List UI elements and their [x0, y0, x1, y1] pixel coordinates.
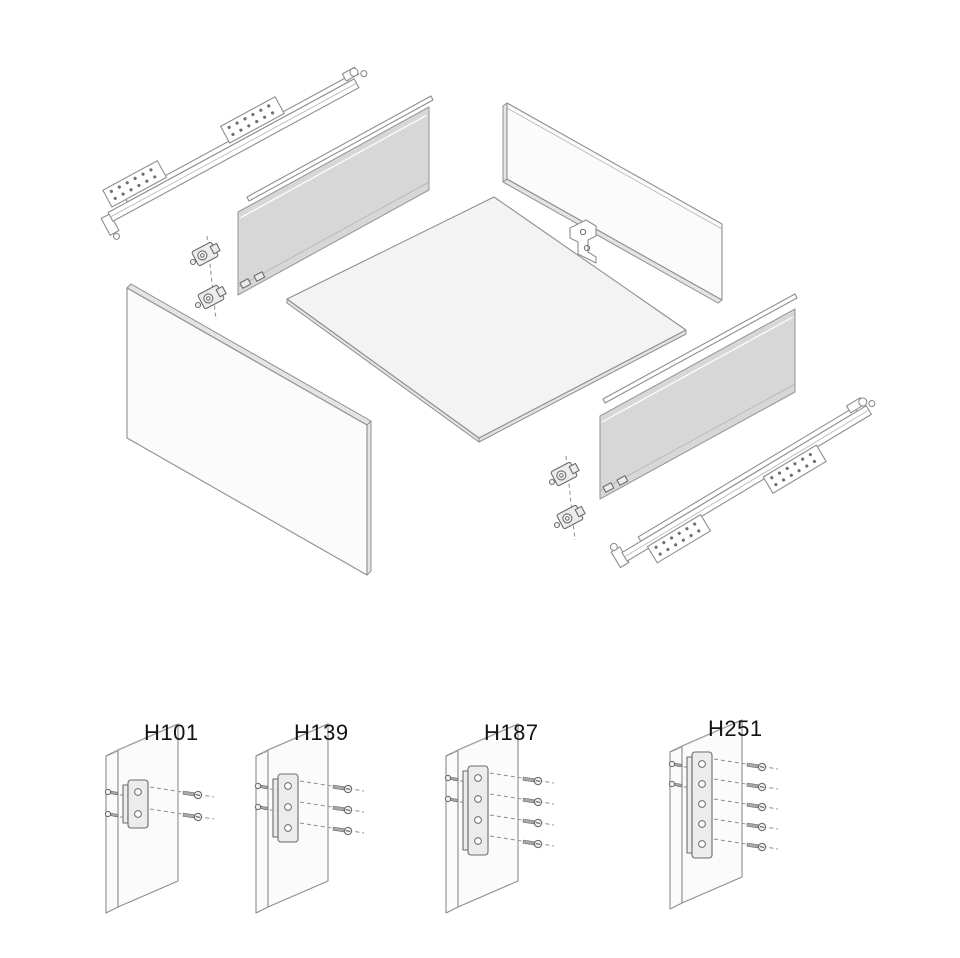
left-gallery-rail: [246, 95, 434, 202]
rear-fixing-bracket: [569, 219, 597, 264]
detail-view-h187: H187: [438, 702, 588, 927]
perforation-plate-front: [102, 160, 167, 208]
detail-hardware-2: [444, 765, 555, 856]
detail-label-h251: H251: [708, 716, 763, 741]
detail-hardware-0: [104, 779, 215, 829]
detail-drawing: [254, 723, 365, 914]
detail-view-h139: H139: [248, 702, 398, 927]
right-drawer-side-panel: [599, 308, 796, 500]
detail-label-h187: H187: [484, 720, 539, 745]
perforation-plate-rear: [762, 444, 827, 494]
front-fixing-brackets-left: [189, 235, 229, 321]
exploded-view: [100, 66, 876, 576]
perforation-plate-front: [646, 514, 711, 564]
detail-drawing: [104, 723, 215, 914]
detail-label-h139: H139: [294, 720, 349, 745]
detail-hardware-1: [254, 773, 365, 843]
perforation-plate-rear: [220, 96, 285, 144]
left-slide-rail: [100, 66, 368, 240]
cabinet-side-panel: [126, 283, 372, 576]
detail-view-h101: H101: [98, 702, 248, 927]
detail-view-h251: H251: [662, 698, 812, 923]
detail-label-h101: H101: [144, 720, 199, 745]
drawer-back-panel: [502, 102, 723, 304]
right-slide-rail: [609, 397, 876, 569]
left-drawer-side-panel: [237, 106, 430, 296]
front-fixing-brackets-right: [548, 455, 588, 541]
right-gallery-rail: [602, 293, 798, 404]
detail-drawing: [444, 723, 555, 914]
detail-hardware-3: [668, 751, 779, 859]
drawer-bottom-panel: [286, 196, 687, 443]
detail-drawing: [668, 719, 779, 910]
